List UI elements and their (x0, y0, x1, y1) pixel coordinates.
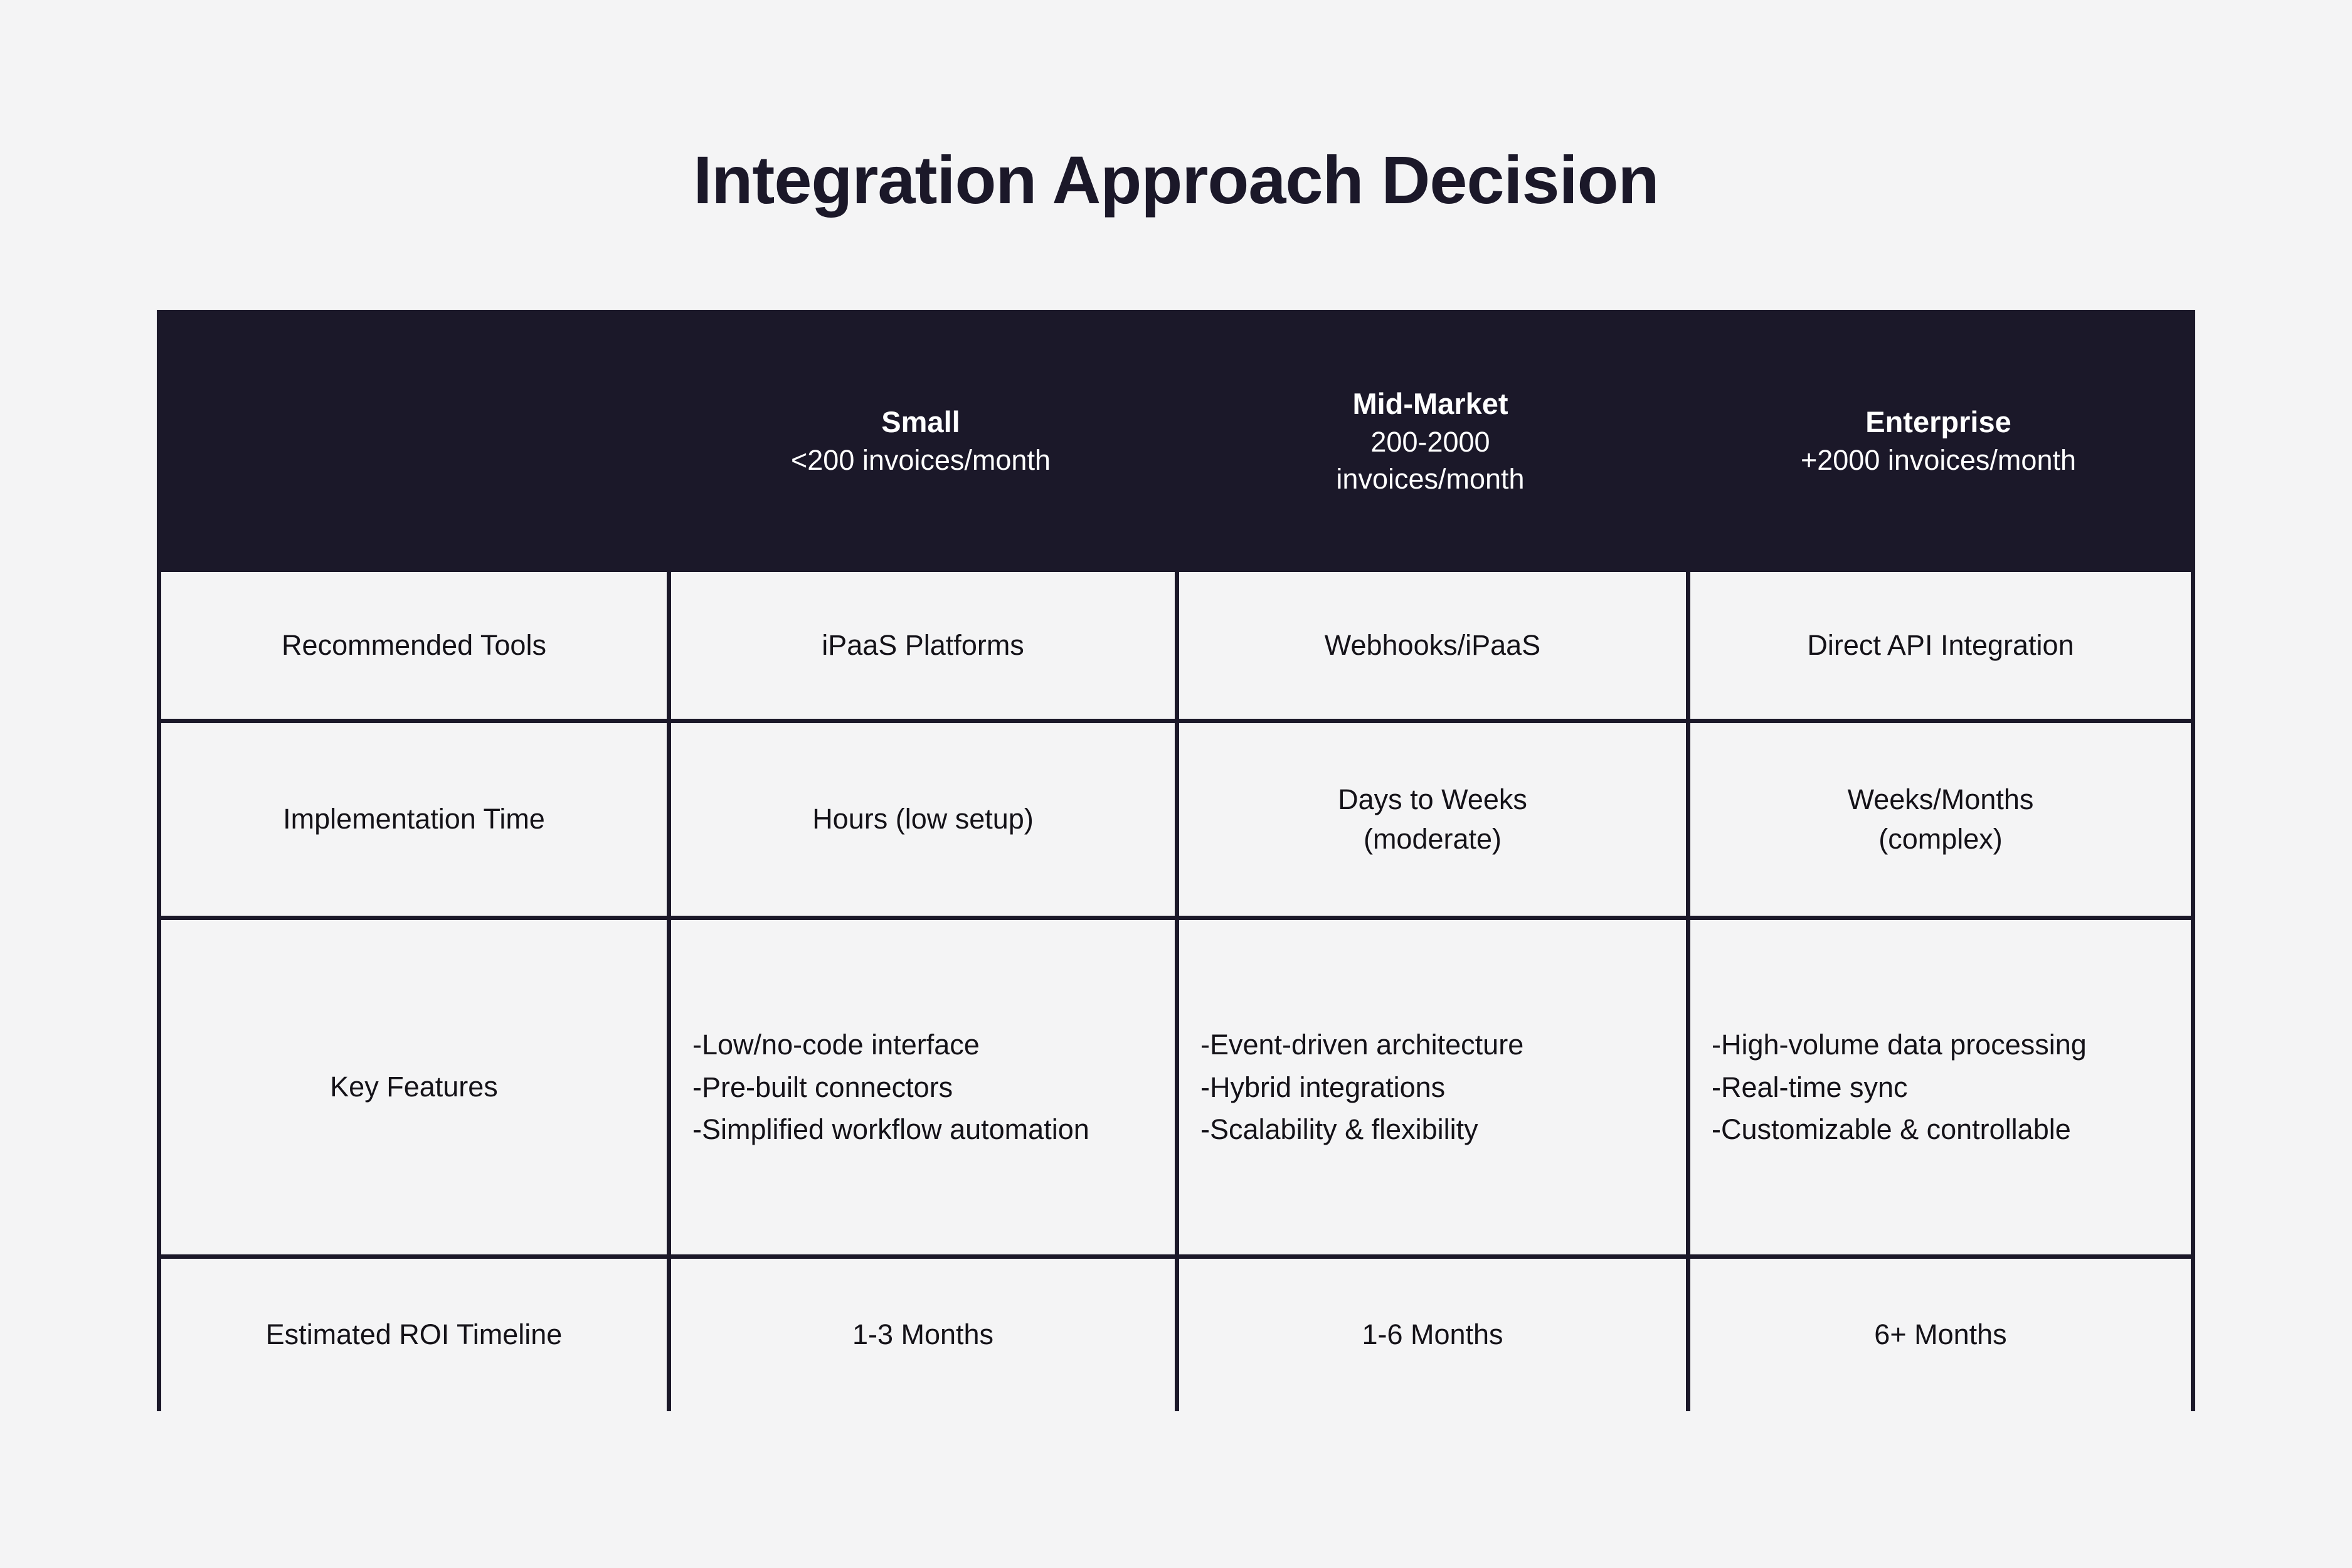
row-label-key-features: Key Features (161, 916, 667, 1254)
feature-item: -Pre-built connectors (692, 1071, 953, 1103)
row-label-recommended-tools: Recommended Tools (161, 568, 667, 719)
table-row-implementation-time: Implementation Time Hours (low setup) Da… (161, 719, 2191, 916)
header-col-mid-market-subtitle-line1: 200-2000 (1370, 425, 1490, 458)
cell-recommended-tools-mid-market: Webhooks/iPaaS (1175, 568, 1686, 719)
header-col-small-title: Small (881, 405, 960, 439)
row-label-estimated-roi-timeline: Estimated ROI Timeline (161, 1254, 667, 1411)
table-body: Recommended Tools iPaaS Platforms Webhoo… (161, 568, 2191, 1411)
cell-recommended-tools-small: iPaaS Platforms (667, 568, 1175, 719)
cell-key-features-mid-market: -Event-driven architecture -Hybrid integ… (1175, 916, 1686, 1254)
cell-implementation-time-mid-market: Days to Weeks (moderate) (1175, 719, 1686, 916)
header-corner-cell (161, 314, 667, 568)
cell-implementation-time-enterprise-line2: (complex) (1878, 822, 2003, 855)
header-col-enterprise: Enterprise +2000 invoices/month (1686, 314, 2191, 568)
decision-matrix-table: Small <200 invoices/month Mid-Market 200… (157, 310, 2195, 1411)
cell-estimated-roi-timeline-enterprise: 6+ Months (1686, 1254, 2191, 1411)
feature-item: -Event-driven architecture (1200, 1029, 1524, 1061)
cell-key-features-small: -Low/no-code interface -Pre-built connec… (667, 916, 1175, 1254)
header-col-mid-market: Mid-Market 200-2000 invoices/month (1175, 314, 1686, 568)
cell-implementation-time-small: Hours (low setup) (667, 719, 1175, 916)
feature-item: -Customizable & controllable (1712, 1113, 2071, 1146)
header-col-enterprise-title: Enterprise (1865, 405, 2011, 439)
table-row-key-features: Key Features -Low/no-code interface -Pre… (161, 916, 2191, 1254)
feature-item: -Simplified workflow automation (692, 1113, 1089, 1146)
table-header: Small <200 invoices/month Mid-Market 200… (161, 314, 2191, 568)
header-col-mid-market-title: Mid-Market (1352, 386, 1508, 420)
header-col-small: Small <200 invoices/month (667, 314, 1175, 568)
feature-item: -Real-time sync (1712, 1071, 1908, 1103)
row-label-implementation-time: Implementation Time (161, 719, 667, 916)
feature-item: -High-volume data processing (1712, 1029, 2087, 1061)
feature-item: -Scalability & flexibility (1200, 1113, 1478, 1146)
cell-estimated-roi-timeline-small: 1-3 Months (667, 1254, 1175, 1411)
table-row-estimated-roi-timeline: Estimated ROI Timeline 1-3 Months 1-6 Mo… (161, 1254, 2191, 1411)
header-col-mid-market-subtitle-line2: invoices/month (1336, 463, 1525, 495)
cell-recommended-tools-enterprise: Direct API Integration (1686, 568, 2191, 719)
header-row: Small <200 invoices/month Mid-Market 200… (161, 314, 2191, 568)
header-col-small-subtitle: <200 invoices/month (790, 444, 1051, 477)
cell-implementation-time-mid-market-line1: Days to Weeks (1338, 783, 1527, 816)
feature-item: -Hybrid integrations (1200, 1071, 1446, 1103)
page-title: Integration Approach Decision (693, 142, 1659, 218)
cell-implementation-time-enterprise-line1: Weeks/Months (1847, 783, 2034, 816)
comparison-table: Small <200 invoices/month Mid-Market 200… (161, 314, 2191, 1411)
cell-estimated-roi-timeline-mid-market: 1-6 Months (1175, 1254, 1686, 1411)
feature-item: -Low/no-code interface (692, 1029, 980, 1061)
cell-implementation-time-mid-market-line2: (moderate) (1363, 822, 1502, 855)
cell-implementation-time-enterprise: Weeks/Months (complex) (1686, 719, 2191, 916)
table-row-recommended-tools: Recommended Tools iPaaS Platforms Webhoo… (161, 568, 2191, 719)
cell-key-features-enterprise: -High-volume data processing -Real-time … (1686, 916, 2191, 1254)
header-col-enterprise-subtitle: +2000 invoices/month (1800, 444, 2077, 477)
